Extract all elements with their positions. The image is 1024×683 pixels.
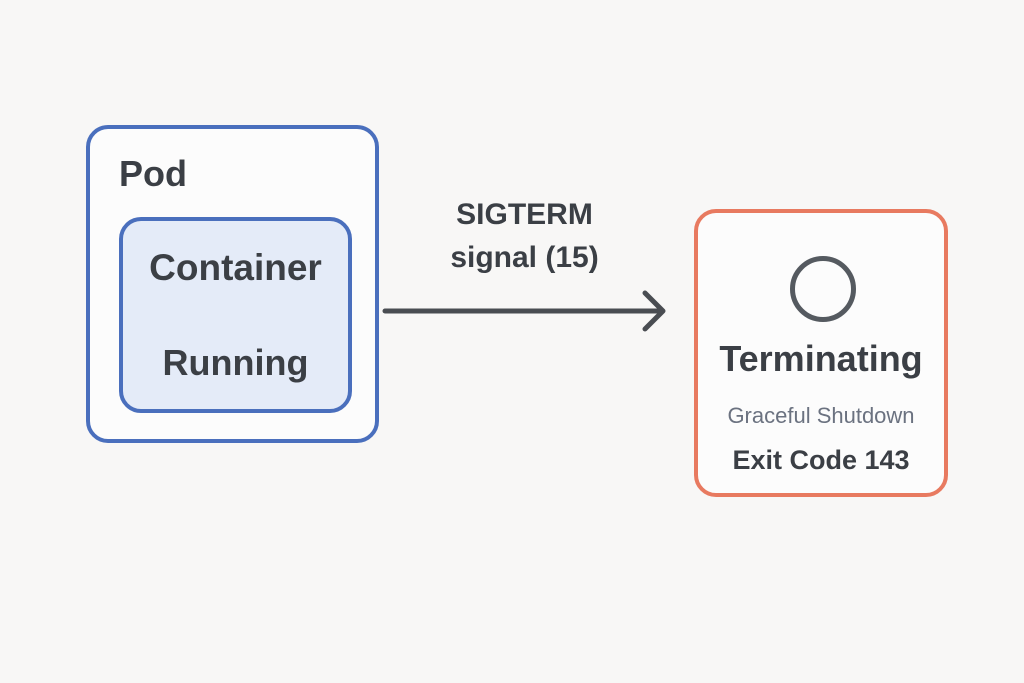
signal-arrow xyxy=(382,290,666,332)
empty-circle-icon xyxy=(790,256,856,322)
pod-title: Pod xyxy=(119,153,187,194)
terminating-box: Terminating Graceful Shutdown Exit Code … xyxy=(694,209,948,497)
container-title: Container xyxy=(149,247,322,288)
arrow-head-icon xyxy=(642,290,666,332)
container-status: Running xyxy=(162,342,309,383)
container-box: Container Running xyxy=(119,217,352,413)
terminating-subtitle: Graceful Shutdown xyxy=(727,403,915,428)
exit-code-label: Exit Code 143 xyxy=(732,445,910,475)
signal-label-line1: SIGTERM xyxy=(456,198,593,231)
terminating-title: Terminating xyxy=(719,338,923,379)
pod-box: Pod Container Running xyxy=(86,125,379,443)
signal-label-line2: signal (15) xyxy=(450,241,599,274)
signal-label: SIGTERM signal (15) xyxy=(427,193,622,279)
